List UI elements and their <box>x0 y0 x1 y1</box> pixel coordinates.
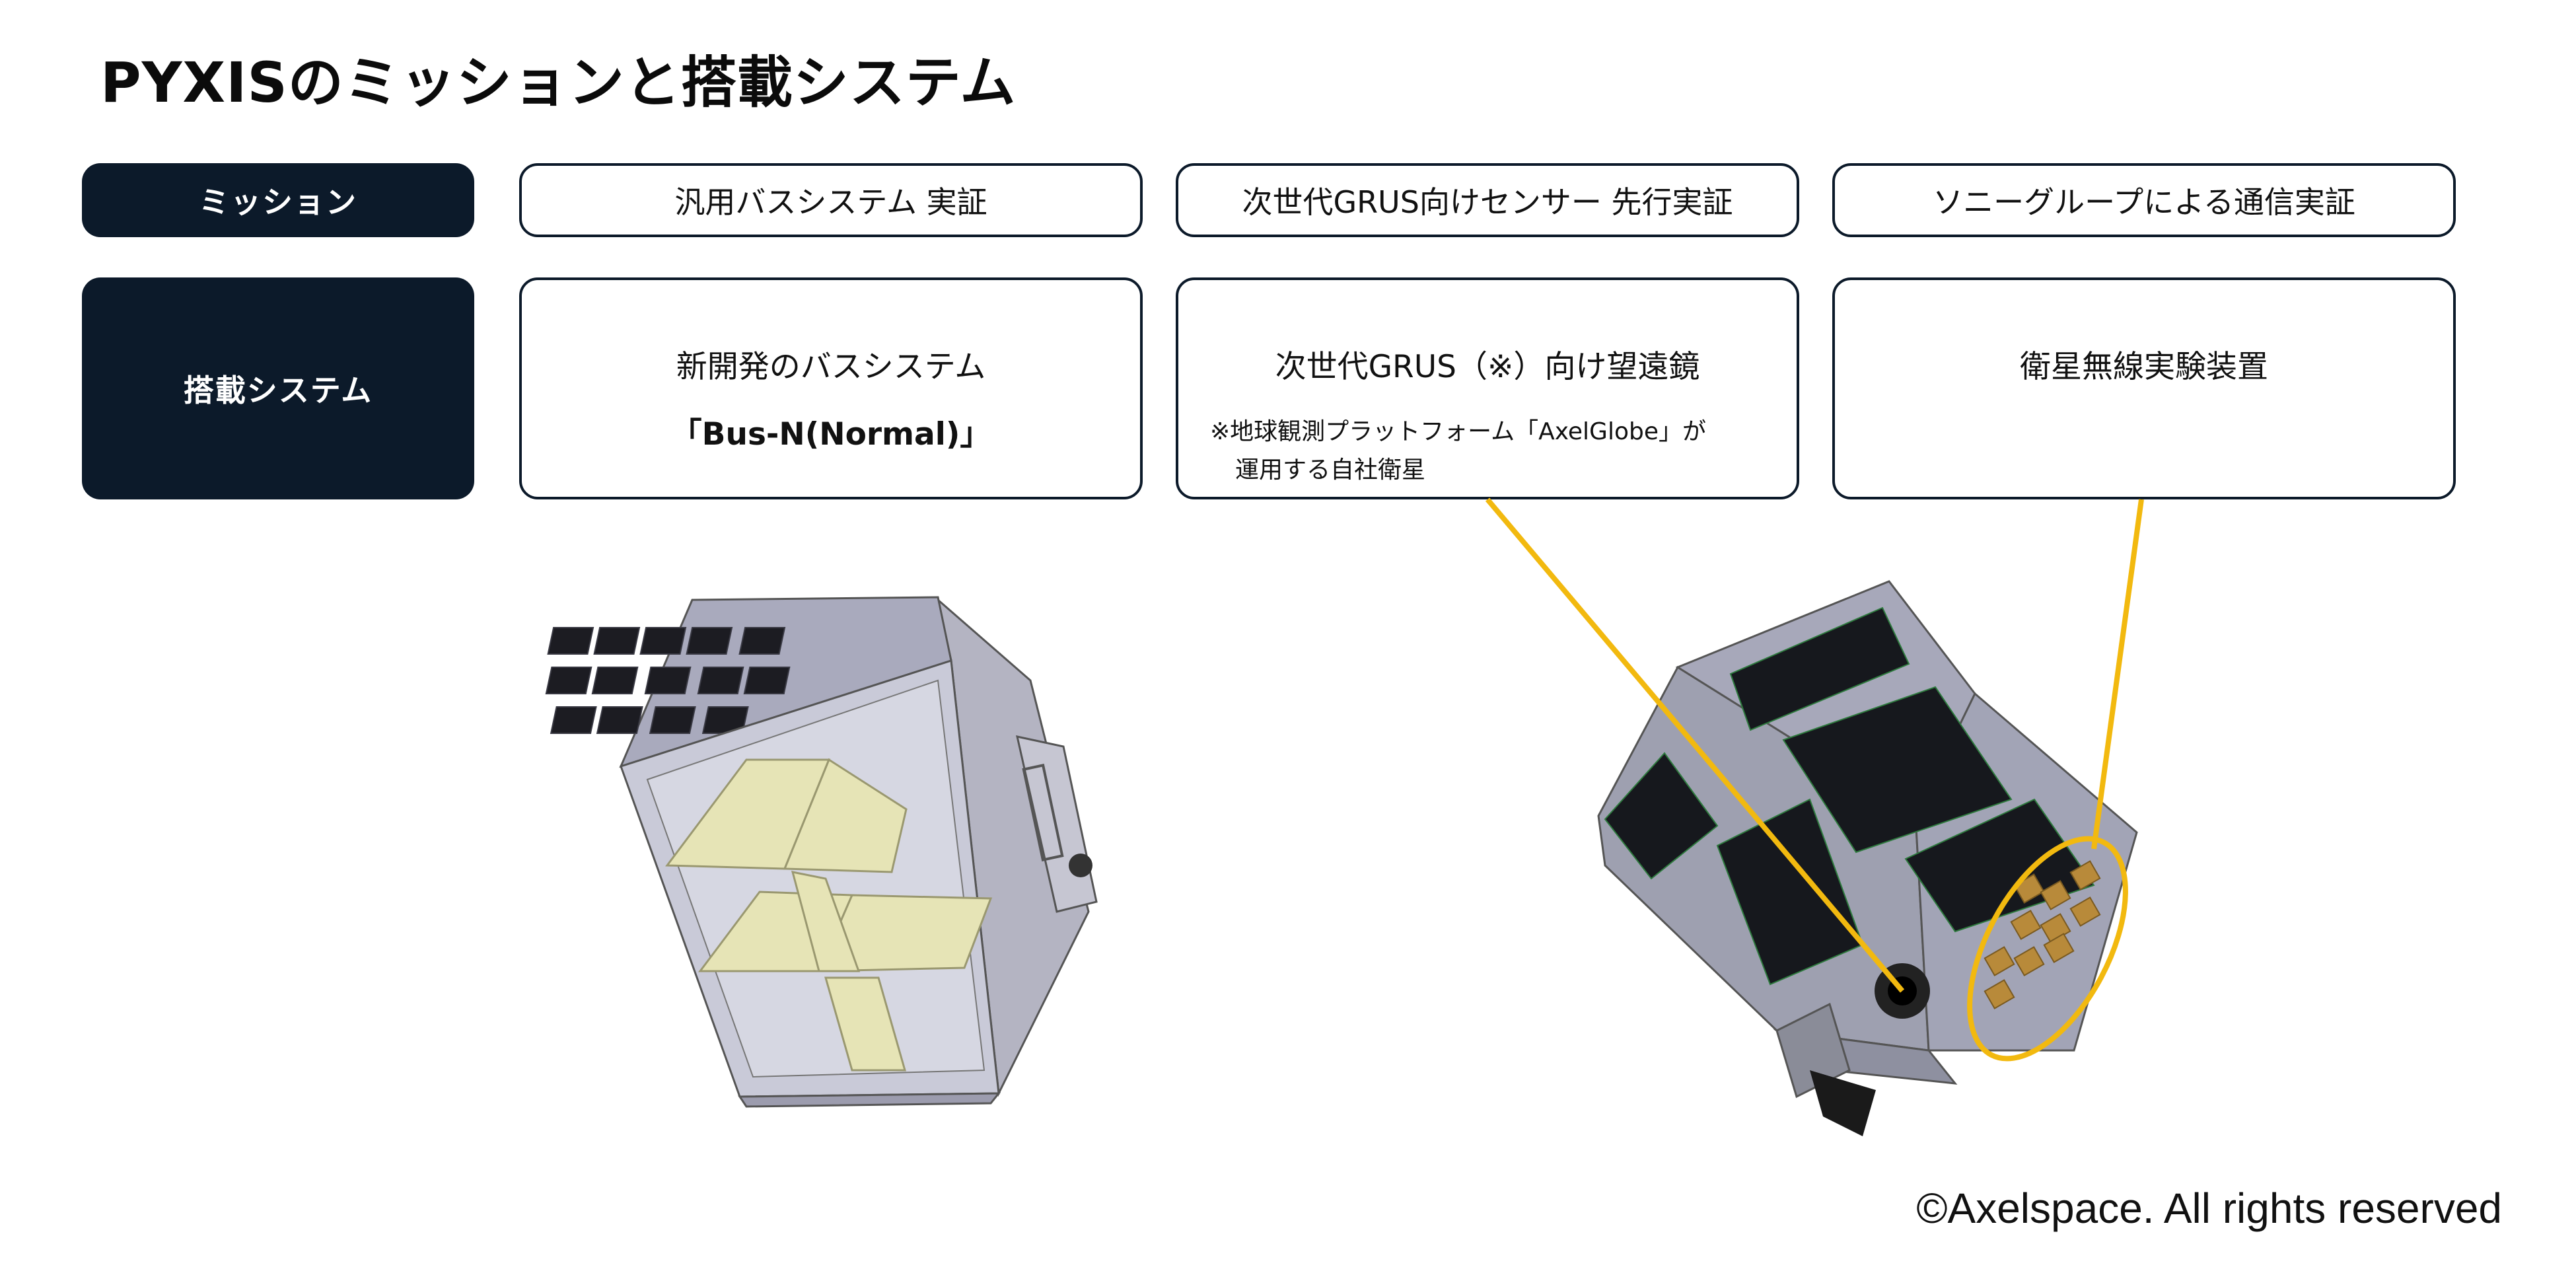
mission-grus-sensor-demo: 次世代GRUS向けセンサー 先行実証 <box>1176 163 1799 237</box>
pyxis-satellite-illustration <box>1597 580 2138 1136</box>
page-title: PYXISのミッションと搭載システム <box>100 50 1017 115</box>
system-telescope-box: 次世代GRUS（※）向け望遠鏡 ※地球観測プラットフォーム「AxelGlobe」… <box>1176 277 1799 499</box>
bus-system-illustration <box>545 596 1098 1108</box>
system-radio-box: 衛星無線実験装置 <box>1832 277 2456 499</box>
telescope-note-line2: 運用する自社衛星 <box>1235 456 1426 484</box>
telescope-note-line1: ※地球観測プラットフォーム「AxelGlobe」が <box>1210 418 1706 445</box>
bus-system-title: 新開発のバスシステム <box>676 349 986 385</box>
radio-device-title: 衛星無線実験装置 <box>2020 349 2268 385</box>
radio-leader-line <box>2091 499 2144 850</box>
telescope-title: 次世代GRUS（※）向け望遠鏡 <box>1275 349 1700 385</box>
mission-label: ミッション <box>82 163 474 237</box>
telescope-leader-line <box>1485 497 1905 993</box>
mission-bus-demo: 汎用バスシステム 実証 <box>519 163 1143 237</box>
mission-sony-comm-demo: ソニーグループによる通信実証 <box>1832 163 2456 237</box>
bus-system-name: 「Bus-N(Normal)」 <box>670 416 991 453</box>
system-label: 搭載システム <box>82 277 474 499</box>
system-bus-box: 新開発のバスシステム 「Bus-N(Normal)」 <box>519 277 1143 499</box>
copyright-notice: ©Axelspace. All rights reserved <box>1916 1185 2502 1232</box>
